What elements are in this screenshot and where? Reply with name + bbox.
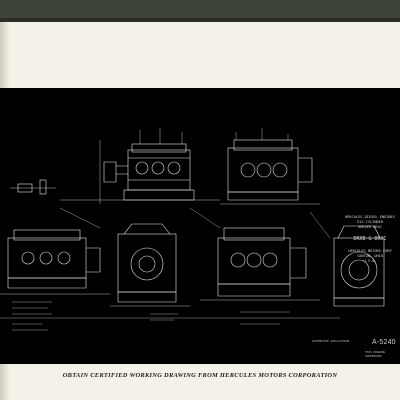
engine-end-view [333, 225, 385, 307]
drawing-number: A-5240 [372, 339, 396, 346]
company-line-3: U.S.A. [363, 259, 377, 263]
dimension-lines [0, 207, 340, 331]
title-line-3: SERIES DRXC [358, 225, 382, 229]
drawing-number-note: THIS DRAWING SUPERSEDES [365, 350, 386, 358]
page-caption: OBTAIN CERTIFIED WORKING DRAWING FROM HE… [62, 372, 338, 379]
company-line-1: HERCULES MOTORS CORP [348, 249, 392, 253]
detail-view-small [10, 179, 56, 195]
application-label: AUTOMOTIVE APPLICATION [312, 339, 350, 343]
engine-side-view-bottom-center [200, 227, 320, 301]
engine-line-drawing [0, 128, 385, 331]
spec-line: DRXB & DRXC [353, 236, 387, 242]
company-line-2: CANTON, OHIO [357, 254, 383, 258]
engine-front-view-bottom [110, 223, 190, 307]
title-block: HERCULES DIESEL ENGINES SIX CYLINDER SER… [340, 215, 400, 264]
title-line-2: SIX CYLINDER [357, 220, 383, 224]
engine-front-view-top [220, 128, 320, 205]
engine-side-view-bottom [0, 229, 110, 295]
engine-side-view-top [60, 128, 220, 204]
title-line-1: HERCULES DIESEL ENGINES [345, 215, 395, 219]
blueprint-drawing: HERCULES DIESEL ENGINES SIX CYLINDER SER… [0, 88, 400, 364]
